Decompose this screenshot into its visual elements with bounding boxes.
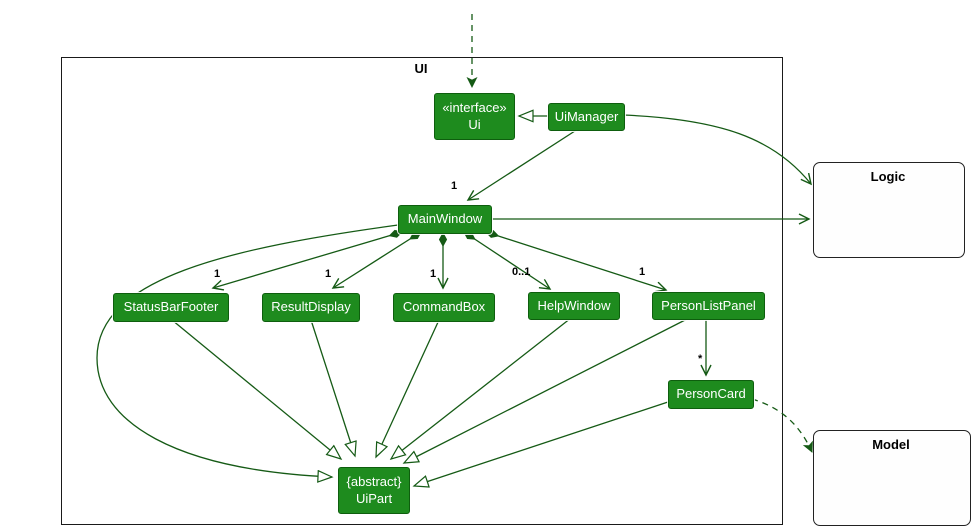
class-uipart: {abstract} UiPart <box>338 467 410 514</box>
class-ui-interface-stereotype: «interface» <box>442 100 507 116</box>
class-commandbox: CommandBox <box>393 293 495 322</box>
edge-uimanager-to-logic <box>622 114 811 184</box>
class-helpwindow-name: HelpWindow <box>537 297 611 313</box>
class-mainwindow: MainWindow <box>398 205 492 234</box>
class-uipart-name: UiPart <box>355 490 393 506</box>
class-personlistpanel-name: PersonListPanel <box>661 297 756 313</box>
class-personcard: PersonCard <box>668 380 754 409</box>
class-ui-interface-name: Ui <box>468 116 481 132</box>
edge-resultdisplay-extends-uipart <box>310 319 355 456</box>
ui-package-frame <box>61 57 783 525</box>
edge-helpwindow-extends-uipart <box>391 317 572 459</box>
multiplicity-statusbarfooter: 1 <box>214 268 221 280</box>
class-commandbox-name: CommandBox <box>402 299 486 315</box>
edge-uimanager-to-mainwindow <box>468 128 579 200</box>
class-uipart-stereotype: {abstract} <box>346 474 402 490</box>
multiplicity-personlistpanel: 1 <box>639 266 646 278</box>
edge-mainwindow-composes-personlistpanel <box>486 232 666 290</box>
model-component-box <box>813 430 971 526</box>
edge-personcard-to-model <box>751 398 813 453</box>
class-personcard-name: PersonCard <box>676 386 746 402</box>
class-statusbarfooter-name: StatusBarFooter <box>123 299 219 315</box>
multiplicity-mainwindow: 1 <box>451 180 458 192</box>
class-resultdisplay-name: ResultDisplay <box>271 299 351 315</box>
class-ui-interface: «interface» Ui <box>434 93 515 140</box>
multiplicity-resultdisplay: 1 <box>325 268 332 280</box>
class-mainwindow-name: MainWindow <box>407 211 483 227</box>
multiplicity-commandbox: 1 <box>430 268 437 280</box>
edge-mainwindow-composes-statusbarfooter <box>213 232 402 288</box>
class-personlistpanel: PersonListPanel <box>652 292 765 320</box>
edge-mainwindow-extends-uipart <box>96 224 399 477</box>
class-uimanager: UiManager <box>548 103 625 131</box>
edge-mainwindow-composes-helpwindow <box>464 232 550 289</box>
edge-commandbox-extends-uipart <box>376 319 440 457</box>
edge-personcard-extends-uipart <box>414 401 669 486</box>
class-statusbarfooter: StatusBarFooter <box>113 293 229 322</box>
edge-statusbarfooter-extends-uipart <box>171 319 341 459</box>
multiplicity-helpwindow: 0..1 <box>512 266 531 278</box>
class-resultdisplay: ResultDisplay <box>262 293 360 322</box>
multiplicity-personcard: * <box>698 353 703 365</box>
logic-component-box <box>813 162 965 258</box>
edge-personlistpanel-extends-uipart <box>404 317 690 463</box>
ui-package-label: UI <box>414 61 428 76</box>
class-helpwindow: HelpWindow <box>528 292 620 320</box>
model-component-label: Model <box>872 437 910 452</box>
edge-mainwindow-composes-resultdisplay <box>333 231 421 288</box>
class-uimanager-name: UiManager <box>554 108 619 124</box>
logic-component-label: Logic <box>870 169 906 184</box>
